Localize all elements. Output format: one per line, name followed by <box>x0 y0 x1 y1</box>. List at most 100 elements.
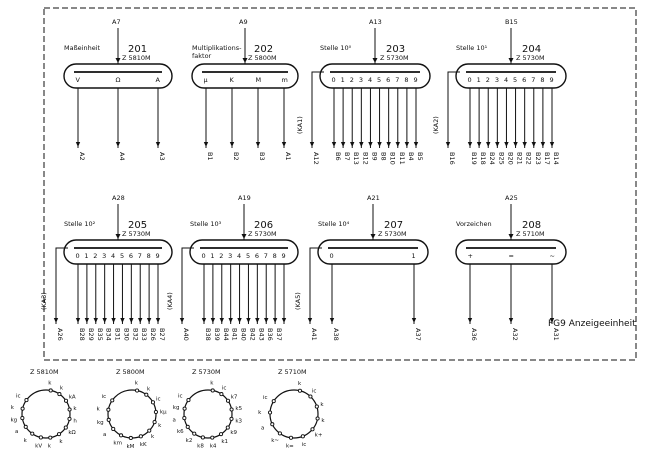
tube-type: Z 5730M <box>248 230 277 238</box>
base-pin <box>300 434 305 439</box>
base-pin-label: kg <box>173 405 180 411</box>
tube-character: 4 <box>237 252 241 260</box>
arrow-down-icon <box>255 142 261 147</box>
pin-label: B39 <box>213 328 221 341</box>
arrow-down-icon <box>513 142 518 147</box>
base-pin-label: ic <box>156 396 161 402</box>
arrow-down-icon <box>264 318 269 323</box>
tube-character: 5 <box>246 252 250 260</box>
tube-envelope <box>317 239 429 265</box>
tube-character: 7 <box>264 252 268 260</box>
arrow-down-icon <box>309 142 315 147</box>
base-pin <box>111 426 116 431</box>
tube-character: ~ <box>550 252 555 260</box>
tube-character: 9 <box>282 252 286 260</box>
tube-caption: Multiplikations- <box>192 44 242 52</box>
arrow-down-icon <box>241 234 247 239</box>
tube-character: 8 <box>540 76 544 84</box>
arrow-down-icon <box>495 142 500 147</box>
pinout-title: Z 5810M <box>30 368 59 376</box>
arrow-down-icon <box>281 318 287 323</box>
pin-label: B4 <box>407 152 415 161</box>
anode-pin-label: A12 <box>312 152 320 165</box>
base-pin <box>267 410 273 415</box>
base-pin-label: k <box>151 434 155 440</box>
base-pin-label: k <box>320 402 324 408</box>
anode-wire <box>311 71 324 148</box>
pin-label: B34 <box>105 328 113 341</box>
arrow-down-icon <box>281 142 287 147</box>
base-pin <box>315 416 320 421</box>
tube-envelope <box>319 63 431 89</box>
base-pin <box>106 407 111 412</box>
base-pin <box>67 416 72 421</box>
base-pin <box>63 398 69 403</box>
arrow-down-icon <box>504 142 509 147</box>
base-pin <box>225 425 230 430</box>
tube-character: V <box>76 76 81 84</box>
tube-character: 8 <box>273 252 277 260</box>
arrow-down-icon <box>370 234 376 239</box>
tube-character: 1 <box>84 252 88 260</box>
base-pin-label: kM <box>126 444 134 450</box>
base-pin-label: k9 <box>230 430 237 436</box>
base-pin-label: kK <box>140 442 147 448</box>
pin-label: B22 <box>525 152 533 165</box>
base-pin <box>229 407 234 412</box>
anode-wire <box>309 247 322 324</box>
base-pin-label: k7 <box>231 394 238 400</box>
base-pin <box>38 435 43 440</box>
tube-envelope <box>63 239 173 265</box>
base-pin-label: k2 <box>186 438 193 444</box>
top-pin-label: A25 <box>505 194 518 202</box>
tube-character: 1 <box>210 252 214 260</box>
pin-label: B24 <box>488 152 496 165</box>
tube-number: 204 <box>522 44 541 55</box>
base-pin-label: k5 <box>235 406 242 412</box>
pin-label: B32 <box>131 328 139 341</box>
pin-label: A2 <box>78 152 86 161</box>
tube-character: 2 <box>350 76 354 84</box>
tube-character: 9 <box>414 76 418 84</box>
base-pin-label: k6 <box>177 429 184 435</box>
pin-label: B37 <box>275 328 283 341</box>
base-pin-label: kA <box>69 394 76 400</box>
pinout-title: Z 5800M <box>116 368 145 376</box>
tube-character: 6 <box>255 252 259 260</box>
pin-label: B12 <box>361 152 369 165</box>
pin-label: B44 <box>222 328 230 341</box>
tube-type: Z 5730M <box>380 54 409 62</box>
base-pin <box>119 433 124 438</box>
base-pin <box>288 435 294 440</box>
pinout-title: Z 5730M <box>192 368 221 376</box>
base-pin <box>67 407 72 412</box>
base-pin-label: k3 <box>235 419 242 425</box>
tube-character: 1 <box>412 252 416 260</box>
anode-wire <box>181 247 194 324</box>
base-pin-label: a <box>172 417 175 423</box>
top-pin-label: A21 <box>367 194 380 202</box>
base-pin-label: a <box>15 429 18 435</box>
pin-label: B7 <box>343 152 351 161</box>
tube-character: 1 <box>341 76 345 84</box>
base-pin-label: kg <box>97 420 104 426</box>
base-pin-label: k <box>147 386 151 392</box>
base-circle <box>21 389 71 439</box>
tube-caption: Stelle 10¹ <box>456 44 488 52</box>
base-pin-label: k <box>48 443 52 449</box>
arrow-down-icon <box>476 142 482 147</box>
tube-character: A <box>156 76 161 84</box>
arrow-down-icon <box>219 318 224 323</box>
tube-character: μ <box>204 76 208 84</box>
arrow-down-icon <box>508 318 514 323</box>
tube-character: 5 <box>120 252 124 260</box>
base-pin-label: k <box>158 423 162 429</box>
tube-character: 2 <box>486 76 490 84</box>
tube-character: 1 <box>477 76 481 84</box>
tube-type: Z 5710M <box>516 230 545 238</box>
tube-envelope <box>189 239 299 265</box>
